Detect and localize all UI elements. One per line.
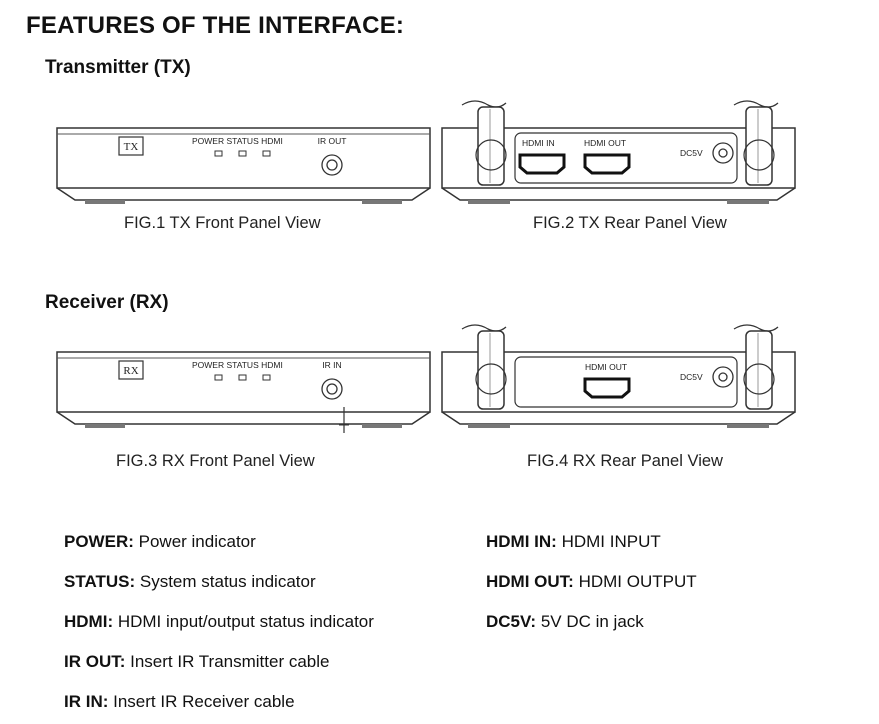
rx-rear-panel: HDMI OUT DC5V — [441, 324, 796, 428]
right-antenna-icon — [733, 100, 779, 186]
legend-item-hdmi-in: HDMI IN: HDMI INPUT — [486, 532, 661, 551]
fig1-caption: FIG.1 TX Front Panel View — [124, 214, 321, 232]
legend-item-status: STATUS: System status indicator — [64, 572, 316, 591]
section-title-tx: Transmitter (TX) — [45, 57, 191, 78]
legend-item-ir-in: IR IN: Insert IR Receiver cable — [64, 692, 295, 711]
tx-front-panel: TX POWER STATUS HDMI IR OUT — [56, 127, 431, 204]
right-antenna-icon — [733, 324, 779, 410]
hdmi-out-label: HDMI OUT — [584, 138, 626, 148]
hdmi-out-port-icon — [583, 153, 631, 175]
legend-item-hdmi-out: HDMI OUT: HDMI OUTPUT — [486, 572, 697, 591]
power-led-icon — [214, 374, 223, 381]
svg-text:TX: TX — [124, 141, 139, 153]
ir-out-jack-icon — [321, 154, 343, 176]
status-led-icon — [238, 374, 247, 381]
section-title-rx: Receiver (RX) — [45, 292, 169, 313]
left-antenna-icon — [461, 324, 507, 410]
fig4-caption: FIG.4 RX Rear Panel View — [527, 452, 723, 470]
hdmi-out-port-icon — [583, 377, 631, 399]
dc-jack-icon — [712, 366, 734, 388]
dc5v-label: DC5V — [680, 148, 703, 158]
hdmi-out-label: HDMI OUT — [585, 362, 627, 372]
legend-item-dc5v: DC5V: 5V DC in jack — [486, 612, 644, 631]
tx-rear-panel: HDMI IN HDMI OUT DC5V — [441, 100, 796, 204]
hdmi-in-label: HDMI IN — [522, 138, 555, 148]
tx-badge: TX — [118, 136, 144, 156]
rx-front-panel: RX POWER STATUS HDMI IR IN — [56, 351, 431, 433]
svg-text:RX: RX — [123, 365, 138, 377]
page-title: FEATURES OF THE INTERFACE: — [26, 12, 405, 39]
power-led-icon — [214, 150, 223, 157]
legend-item-hdmi: HDMI: HDMI input/output status indicator — [64, 612, 374, 631]
dc5v-label: DC5V — [680, 372, 703, 382]
hdmi-led-icon — [262, 150, 271, 157]
status-led-icon — [238, 150, 247, 157]
ir-out-label: IR OUT — [318, 136, 347, 146]
ir-in-label: IR IN — [322, 360, 341, 370]
left-antenna-icon — [461, 100, 507, 186]
led-labels: POWER STATUS HDMI — [192, 136, 283, 146]
dc-jack-icon — [712, 142, 734, 164]
legend-item-power: POWER: Power indicator — [64, 532, 256, 551]
rx-badge: RX — [118, 360, 144, 380]
ir-in-jack-icon — [321, 378, 349, 433]
hdmi-led-icon — [262, 374, 271, 381]
led-labels: POWER STATUS HDMI — [192, 360, 283, 370]
hdmi-in-port-icon — [518, 153, 566, 175]
fig2-caption: FIG.2 TX Rear Panel View — [533, 214, 727, 232]
legend-item-ir-out: IR OUT: Insert IR Transmitter cable — [64, 652, 330, 671]
fig3-caption: FIG.3 RX Front Panel View — [116, 452, 315, 470]
